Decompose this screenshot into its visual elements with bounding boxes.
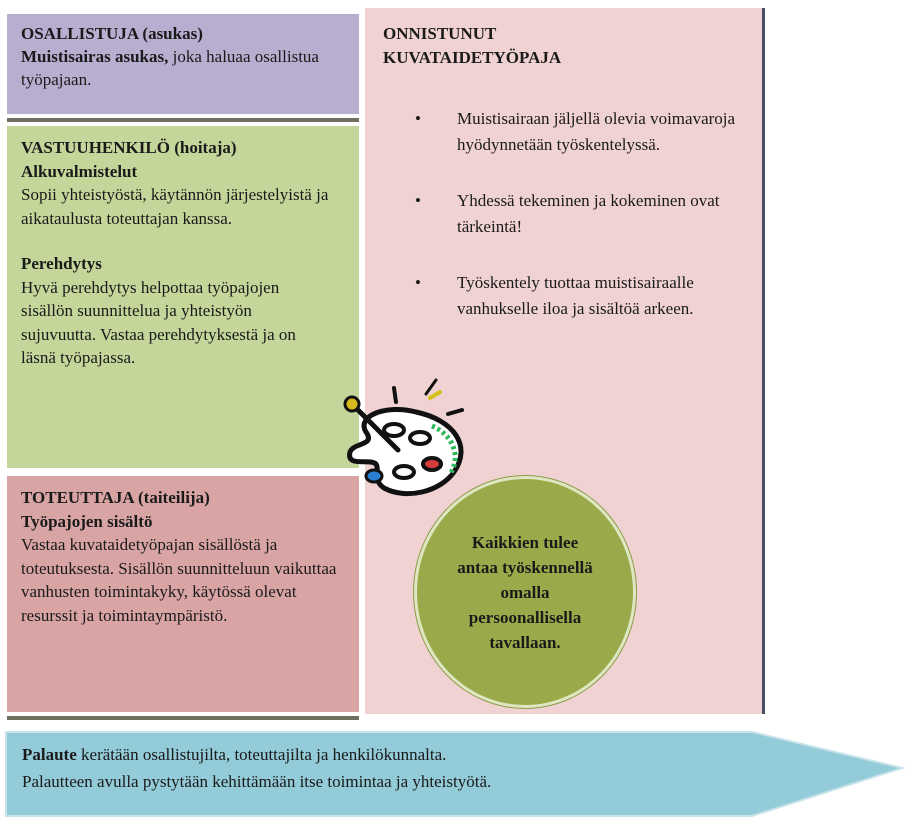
feedback-arrow: Palaute kerätään osallistujilta, toteutt… — [0, 726, 905, 822]
bullet-text: Muistisairaan jäljellä olevia voimavaroj… — [457, 109, 736, 154]
responsible-heading: VASTUUHENKILÖ (hoitaja) — [21, 138, 237, 157]
feedback-text: Palaute kerätään osallistujilta, toteutt… — [22, 741, 491, 795]
bullet-icon: • — [415, 109, 421, 128]
success-title: ONNISTUNUT KUVATAIDETYÖPAJA — [383, 22, 561, 70]
implementer-text: Vastaa kuvataidetyöpajan sisällöstä ja t… — [21, 535, 337, 625]
bullet-text: Yhdessä tekeminen ja kokeminen ovat tärk… — [457, 191, 720, 236]
feedback-line1-rest: kerätään osallistujilta, toteuttajilta j… — [76, 745, 447, 764]
ellipse-text: Kaikkien tulee antaa työskennellä omalla… — [457, 532, 593, 652]
bullet-text: Työskentely tuottaa muistisairaalle vanh… — [457, 273, 694, 318]
preparation-subheading: Alkuvalmistelut — [21, 161, 138, 181]
workshop-content-subheading: Työpajojen sisältö — [21, 511, 153, 531]
orientation-text: Hyvä perehdytys helpottaa työpajojen sis… — [21, 277, 296, 368]
separator-line-bottom — [7, 716, 359, 720]
success-title-line2: KUVATAIDETYÖPAJA — [383, 48, 562, 67]
list-item: • Työskentely tuottaa muistisairaalle van… — [415, 270, 745, 322]
participant-strong-text: Muistisairas asukas, — [21, 47, 169, 66]
orientation-subheading: Perehdytys — [21, 254, 102, 273]
separator-line — [7, 118, 359, 122]
implementer-heading: TOTEUTTAJA (taiteilija) — [21, 488, 210, 507]
feedback-strong: Palaute — [22, 745, 77, 764]
participant-box: OSALLISTUJA (asukas) Muistisairas asukas… — [7, 14, 359, 114]
participant-text: joka haluaa osallistua työpajaan. — [21, 47, 319, 89]
preparation-text: Sopii yhteistyöstä, käytännön järjestely… — [21, 185, 329, 228]
bullet-icon: • — [415, 191, 421, 210]
list-item: • Muistisairaan jäljellä olevia voimavaro… — [415, 106, 745, 158]
list-item: • Yhdessä tekeminen ja kokeminen ovat tär… — [415, 188, 745, 240]
participant-heading: OSALLISTUJA (asukas) — [21, 24, 203, 43]
participant-text-block: Muistisairas asukas, joka haluaa osallis… — [21, 45, 345, 91]
paint-palette-icon — [336, 376, 476, 506]
success-title-line1: ONNISTUNUT — [383, 24, 497, 43]
feedback-line-1: Palaute kerätään osallistujilta, toteutt… — [22, 741, 491, 768]
bullet-icon: • — [415, 273, 421, 292]
success-bullet-list: • Muistisairaan jäljellä olevia voimavaro… — [415, 106, 745, 352]
feedback-line-2: Palautteen avulla pystytään kehittämään … — [22, 772, 492, 791]
responsible-box: VASTUUHENKILÖ (hoitaja) Alkuvalmistelut … — [7, 126, 359, 468]
implementer-box: TOTEUTTAJA (taiteilija) Työpajojen sisäl… — [7, 476, 359, 712]
ellipse-message: Kaikkien tulee antaa työskennellä omalla… — [414, 476, 636, 708]
